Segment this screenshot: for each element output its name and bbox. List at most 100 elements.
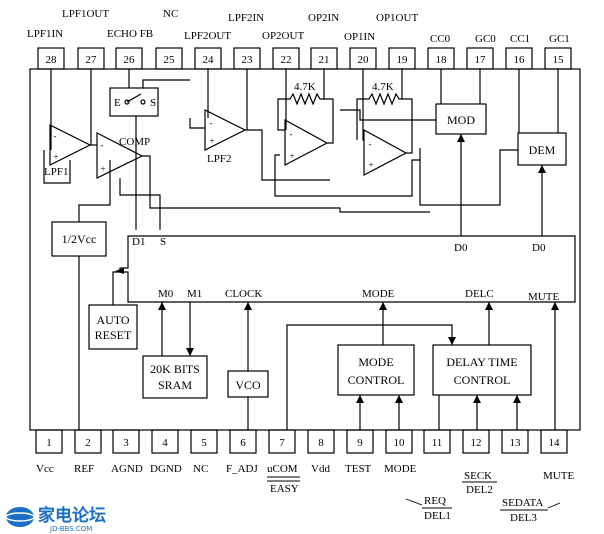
pin-box xyxy=(229,429,257,454)
minus-sign: - xyxy=(101,140,104,150)
pin-number: 7 xyxy=(279,437,285,449)
arrow-up-icon xyxy=(158,302,166,310)
plus-sign: + xyxy=(53,152,58,162)
minus-sign: - xyxy=(210,118,213,128)
pin-number: 26 xyxy=(124,54,136,66)
resistor-4k7-a xyxy=(283,92,326,106)
label-easy: EASY xyxy=(270,483,299,495)
op1-amp xyxy=(363,128,408,176)
label-d0-a: D0 xyxy=(454,242,468,254)
pin-box xyxy=(423,429,451,454)
label-echo-fb: ECHO FB xyxy=(107,28,153,40)
label-s: S xyxy=(160,236,166,248)
arrow-up-icon xyxy=(395,395,403,403)
logo-url: JD-BBS.COM xyxy=(49,525,92,533)
pin-number: 21 xyxy=(319,54,330,66)
comp-label: COMP xyxy=(119,136,150,148)
label-delc: DELC xyxy=(465,288,494,300)
arrow-right-icon xyxy=(115,268,124,274)
label-test: TEST xyxy=(345,463,372,475)
arrow-up-icon xyxy=(538,165,546,173)
pin-box xyxy=(307,429,335,454)
mode-control-block xyxy=(337,344,415,396)
minus-sign: - xyxy=(290,129,293,139)
delay-control-label: CONTROL xyxy=(454,373,511,387)
site-logo: 家电论坛 JD-BBS.COM xyxy=(5,505,106,533)
label-lpf1in: LPF1IN xyxy=(27,28,63,40)
plus-sign: + xyxy=(100,164,105,174)
mode-control-label: CONTROL xyxy=(348,373,405,387)
label-ref: REF xyxy=(74,463,94,475)
logo-text: 家电论坛 xyxy=(38,505,106,526)
label-lpf1out: LPF1OUT xyxy=(62,8,109,20)
label-gc1: GC1 xyxy=(549,33,570,45)
pin-number: 8 xyxy=(318,437,324,449)
label-vdd: Vdd xyxy=(311,463,330,475)
sram-label: 20K BITS xyxy=(150,362,200,376)
lpf1-label: LPF1 xyxy=(44,166,68,178)
auto-reset-block xyxy=(88,304,138,350)
label-dgnd: DGND xyxy=(150,463,182,475)
resistor-label: 4.7K xyxy=(372,81,394,93)
label-m0: M0 xyxy=(158,288,174,300)
label-del1: DEL1 xyxy=(424,510,451,522)
echo-switch-box xyxy=(109,87,159,117)
delay-control-label: DELAY TIME xyxy=(446,355,517,369)
arrow-down-icon xyxy=(448,337,456,345)
op2-amp xyxy=(284,118,329,166)
pin-box xyxy=(540,429,568,454)
pin-number: 4 xyxy=(162,437,168,449)
label-op1in: OP1IN xyxy=(344,31,375,43)
arrow-down-icon xyxy=(186,348,194,356)
label-mode-pin: MODE xyxy=(384,463,417,475)
pin-number: 13 xyxy=(510,437,522,449)
pin-number: 14 xyxy=(549,437,561,449)
pin-number: 18 xyxy=(436,54,448,66)
lpf2-label: LPF2 xyxy=(207,153,231,165)
minus-sign: - xyxy=(369,139,372,149)
lpf1-amp xyxy=(49,124,92,166)
pin-number: 5 xyxy=(201,437,207,449)
pin-box xyxy=(462,429,490,454)
label-agnd: AGND xyxy=(111,463,143,475)
delay-time-control-block xyxy=(432,344,532,396)
label-gc0: GC0 xyxy=(475,33,496,45)
label-req: REQ xyxy=(424,495,446,507)
plus-sign: + xyxy=(368,160,373,170)
pin-number: 15 xyxy=(553,54,565,66)
label-mute-pin: MUTE xyxy=(543,470,574,482)
pin-number: 1 xyxy=(46,437,52,449)
sram-block xyxy=(142,355,208,399)
label-d1: D1 xyxy=(132,236,145,248)
label-clock: CLOCK xyxy=(225,288,262,300)
logo-globe-icon xyxy=(6,507,34,527)
pin-number: 28 xyxy=(46,54,58,66)
mod-label: MOD xyxy=(447,113,475,127)
pin-number: 25 xyxy=(164,54,176,66)
label-sedata: SEDATA xyxy=(502,497,543,509)
pin-number: 23 xyxy=(242,54,254,66)
label-cc1: CC1 xyxy=(510,33,530,45)
dem-label: DEM xyxy=(529,143,556,157)
resistor-label: 4.7K xyxy=(294,81,316,93)
pin-number: 17 xyxy=(475,54,487,66)
label-del2: DEL2 xyxy=(466,484,493,496)
arrow-up-icon xyxy=(244,302,252,310)
pin-box xyxy=(112,429,140,454)
pin-box xyxy=(35,429,63,454)
label-op1out: OP1OUT xyxy=(376,12,418,24)
plus-sign: + xyxy=(289,151,294,161)
switch-s-label: S xyxy=(150,97,156,109)
pin-number: 9 xyxy=(357,437,363,449)
lpf2-amp xyxy=(204,109,247,151)
minus-sign: - xyxy=(54,131,57,141)
pin-number: 10 xyxy=(394,437,406,449)
pin-number: 12 xyxy=(471,437,482,449)
top-pin-row xyxy=(37,47,572,70)
resistor-4k7-b xyxy=(362,92,405,106)
switch-e-label: E xyxy=(114,97,121,109)
comp-amp xyxy=(96,132,144,179)
label-lpf2out: LPF2OUT xyxy=(184,30,231,42)
